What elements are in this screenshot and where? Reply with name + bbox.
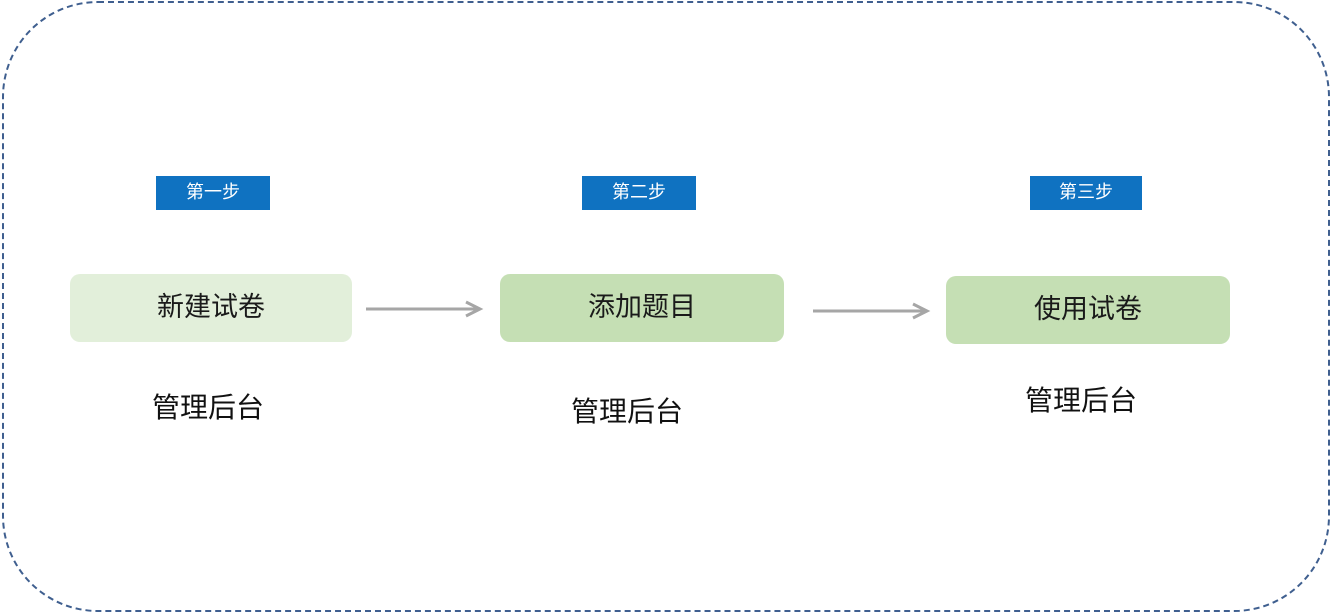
step-1-caption: 管理后台 [151, 391, 264, 424]
step-2-caption: 管理后台 [570, 395, 683, 428]
step-3-tag: 第三步 [1030, 176, 1142, 210]
arrow-2-icon [813, 302, 931, 320]
step-2-box: 添加题目 [500, 274, 784, 342]
step-1-box: 新建试卷 [70, 274, 352, 342]
step-3-caption: 管理后台 [1024, 384, 1137, 417]
arrow-1-icon [366, 300, 484, 318]
step-1-tag: 第一步 [156, 176, 270, 210]
step-2-tag: 第二步 [582, 176, 696, 210]
step-3-box: 使用试卷 [946, 276, 1230, 344]
